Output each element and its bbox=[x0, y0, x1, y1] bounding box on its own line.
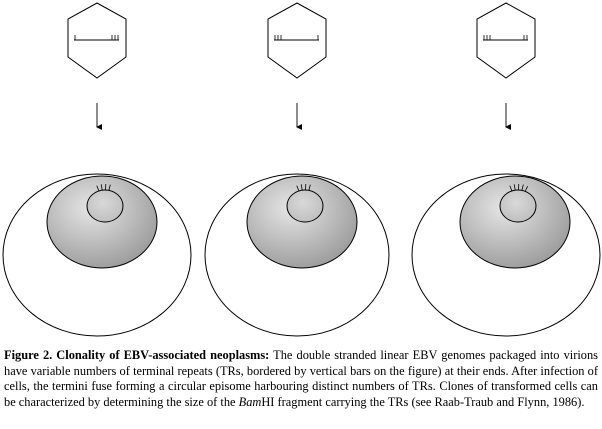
episome-repeat bbox=[96, 185, 100, 192]
episome-repeat bbox=[308, 184, 311, 191]
circular-episome bbox=[286, 189, 324, 223]
episome-repeat bbox=[524, 186, 529, 192]
virion-capsid bbox=[267, 2, 327, 79]
episome-repeat bbox=[513, 184, 516, 191]
episome-repeat bbox=[108, 184, 111, 191]
circular-episome bbox=[86, 189, 124, 223]
virion-2 bbox=[204, 2, 390, 337]
figure-caption: Figure 2. Clonality of EBV-associated ne… bbox=[4, 348, 598, 410]
episome-repeat bbox=[296, 185, 300, 192]
virion-3 bbox=[411, 2, 601, 337]
episome-repeat bbox=[509, 185, 513, 192]
caption-text-1: The double stranded linear EBV genomes p… bbox=[4, 348, 598, 409]
episome-repeat bbox=[100, 184, 103, 191]
caption-text-2: HI fragment carrying the TRs (see Raab-T… bbox=[261, 394, 585, 409]
clonality-figure bbox=[2, 2, 601, 337]
virion-1 bbox=[2, 2, 192, 337]
circular-episome bbox=[499, 189, 537, 223]
virion-capsid bbox=[476, 2, 536, 79]
caption-lead: Figure 2. Clonality of EBV-associated ne… bbox=[4, 348, 270, 362]
episome-repeat bbox=[521, 184, 524, 191]
virion-capsid bbox=[67, 2, 127, 79]
episome-repeat bbox=[300, 184, 303, 191]
caption-italic-bam: Bam bbox=[238, 394, 262, 409]
